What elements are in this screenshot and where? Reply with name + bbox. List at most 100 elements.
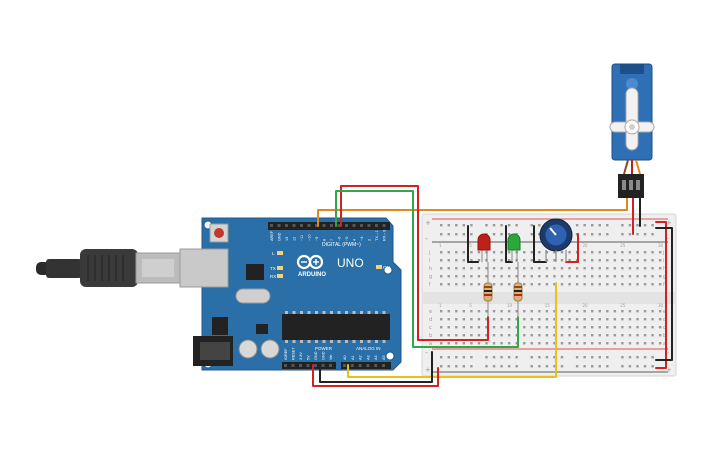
pin-label: ~5	[345, 237, 349, 241]
pin-label: ~11	[300, 235, 304, 241]
svg-text:f: f	[663, 282, 665, 288]
digital-header	[268, 222, 390, 230]
green-led[interactable]	[507, 233, 521, 262]
wire-red-led[interactable]	[340, 185, 489, 341]
crystal	[235, 288, 271, 304]
svg-text:i: i	[663, 258, 664, 264]
servo-horn	[609, 87, 655, 151]
svg-text:+: +	[666, 366, 672, 374]
svg-text:5: 5	[469, 243, 472, 248]
svg-text:30: 30	[658, 303, 664, 308]
svg-text:d: d	[429, 317, 432, 323]
svg-text:c: c	[429, 325, 432, 331]
pin-label: A3	[366, 355, 370, 360]
wire-pot-gnd[interactable]	[533, 225, 547, 263]
pin-label: 13	[285, 237, 289, 241]
brand-label: ARDUINO	[298, 272, 326, 278]
rail-minus-label: -	[425, 234, 428, 243]
svg-text:5: 5	[469, 303, 472, 308]
pin-label: ~6	[338, 237, 342, 241]
atmega-chip	[282, 311, 390, 343]
led-on-label: ON	[383, 265, 390, 270]
servo-cable	[623, 159, 641, 175]
capacitor	[238, 339, 258, 359]
svg-text:h: h	[663, 266, 666, 272]
pin-label: A4	[374, 355, 378, 360]
pin-label: A5	[382, 355, 386, 360]
led-tx-label: TX	[270, 266, 276, 271]
wire-pot-vcc[interactable]	[565, 233, 579, 263]
resistor-red-led[interactable]	[483, 262, 493, 317]
svg-text:20: 20	[582, 303, 588, 308]
pin-label: 8	[323, 239, 327, 241]
red-led[interactable]	[477, 233, 491, 262]
pin-label: Vin	[329, 355, 333, 360]
svg-text:a: a	[429, 341, 432, 347]
servo-motor[interactable]	[609, 63, 655, 198]
svg-text:a: a	[663, 341, 666, 347]
svg-text:+: +	[666, 219, 672, 227]
usb-port	[179, 248, 229, 288]
capacitor	[260, 339, 280, 359]
analog-label: ANALOG IN	[356, 346, 381, 351]
wire-red-5v[interactable]	[312, 364, 439, 387]
wire-orange[interactable]	[317, 195, 628, 227]
svg-text:-: -	[666, 348, 669, 357]
pin-label: ~9	[315, 237, 319, 241]
svg-text:i: i	[429, 258, 430, 264]
wire-black-gnd[interactable]	[319, 351, 433, 383]
svg-text:15: 15	[545, 303, 551, 308]
usb-cable[interactable]	[36, 249, 181, 287]
pin-label: ~10	[308, 235, 312, 241]
svg-text:25: 25	[620, 243, 626, 248]
rail-plus-label-bottom: +	[425, 366, 431, 374]
wire-red-rail-bridge[interactable]	[655, 221, 667, 369]
svg-text:1: 1	[439, 243, 442, 248]
svg-text:30: 30	[658, 243, 664, 248]
pin-label: RESET	[292, 347, 296, 360]
pin-label: 3.3V	[299, 352, 303, 360]
digital-label: DIGITAL (PWM~)	[322, 242, 361, 248]
svg-text:b: b	[663, 333, 666, 339]
svg-text:j: j	[428, 250, 430, 256]
wire-led-gnd-2[interactable]	[505, 225, 513, 263]
resistor-green-led[interactable]	[513, 262, 523, 317]
led-l-label: L	[272, 251, 275, 256]
pin-label: TX→1	[375, 230, 379, 241]
model-label: UNO	[337, 256, 364, 270]
regulator	[212, 317, 228, 335]
pin-label: GND	[278, 232, 282, 241]
svg-text:25: 25	[620, 303, 626, 308]
svg-text:1: 1	[439, 303, 442, 308]
svg-text:g: g	[429, 274, 432, 280]
pin-label: A2	[359, 355, 363, 360]
pin-label: ~3	[360, 237, 364, 241]
svg-text:b: b	[429, 333, 432, 339]
led-rx-label: RX	[270, 274, 276, 279]
svg-text:j: j	[662, 250, 664, 256]
pin-label: RX←0	[383, 230, 387, 241]
wire-black-rail-bridge[interactable]	[655, 227, 673, 361]
pin-label: 12	[293, 237, 297, 241]
pin-label: AREF	[270, 230, 274, 241]
svg-text:d: d	[663, 317, 666, 323]
usb-chip	[246, 264, 264, 280]
pin-label: 2	[368, 239, 372, 241]
svg-text:e: e	[429, 309, 432, 315]
potentiometer[interactable]	[539, 218, 573, 262]
wire-yellow[interactable]	[347, 282, 557, 378]
svg-text:c: c	[663, 325, 666, 331]
reset-button[interactable]	[209, 223, 229, 243]
wire-led-gnd-1[interactable]	[467, 225, 479, 263]
svg-text:g: g	[663, 274, 666, 280]
wire-green-led[interactable]	[335, 190, 519, 348]
svg-text:-: -	[666, 234, 669, 243]
